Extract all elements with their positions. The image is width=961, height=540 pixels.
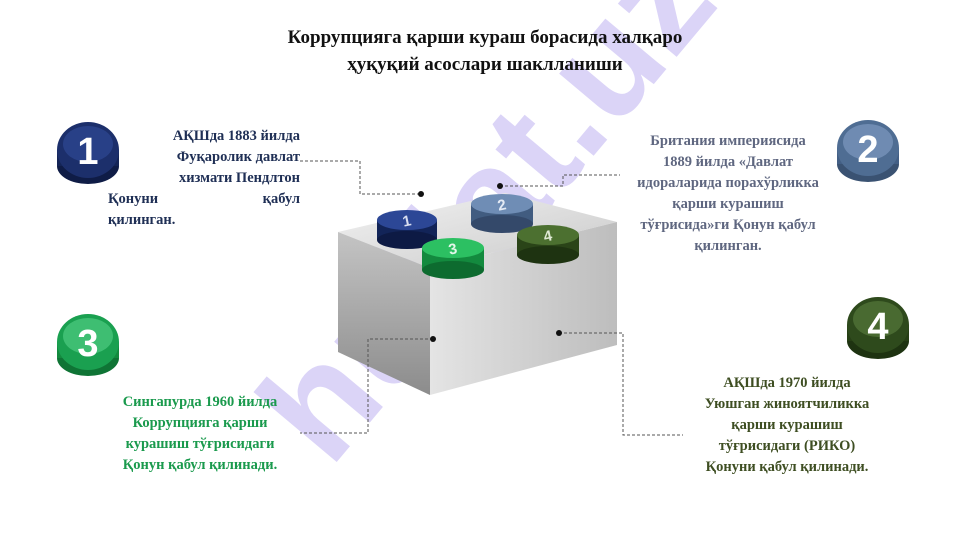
item-2-line: идораларида порахўрликка	[637, 175, 819, 191]
item-4-line: АҚШда 1970 йилда	[723, 375, 851, 391]
badge-2-number: 2	[857, 129, 878, 171]
item-1-line: Қонуни қабул	[108, 191, 300, 207]
cube-button-4: 4	[517, 225, 579, 264]
svg-text:2: 2	[496, 196, 508, 214]
item-4-line: Уюшган жиноятчиликка	[704, 396, 870, 412]
item-4-text: АҚШда 1970 йилда Уюшган жиноятчиликка қа…	[662, 373, 912, 478]
item-2-line: Британия империясида	[650, 133, 806, 149]
cube-button-3: 3	[422, 238, 484, 279]
item-1-line: АҚШда 1883 йилда	[172, 128, 300, 144]
badge-3-number: 3	[77, 323, 98, 365]
item-3-line: курашиш тўғрисидаги	[125, 436, 275, 452]
item-2-line: 1889 йилда «Давлат	[663, 154, 793, 170]
item-2-line: қилинган.	[694, 238, 762, 254]
item-4-line: Қонуни қабул қилинади.	[705, 459, 869, 475]
cube-button-2: 2	[471, 194, 533, 233]
badge-1-number: 1	[77, 131, 98, 173]
badge-4: 4	[847, 297, 909, 359]
item-3-line: Қонун қабул қилинади.	[122, 457, 278, 473]
item-4-line: қарши курашиш	[731, 417, 843, 433]
item-2-text: Британия империясида 1889 йилда «Давлат …	[612, 131, 844, 257]
connector-2	[500, 174, 620, 187]
cube-button-1: 1	[377, 210, 437, 249]
item-3-line: Коррупцияга қарши	[132, 415, 268, 431]
connector-3	[300, 338, 433, 434]
title-line-2: ҳуқуқий асослари шаклланиши	[347, 54, 623, 75]
connector-1	[300, 160, 421, 195]
connector-3-dot	[430, 336, 436, 342]
connector-1-dot	[418, 191, 424, 197]
badge-2: 2	[837, 120, 899, 182]
item-2-line: тўғрисида»ги Қонун қабул	[640, 217, 816, 233]
item-2-line: қарши курашиш	[672, 196, 784, 212]
item-4-line: тўғрисидаги (РИКО)	[718, 438, 856, 454]
badge-3: 3	[57, 314, 119, 376]
page-title: Коррупцияга қарши кураш борасида халқаро…	[150, 24, 820, 78]
svg-text:3: 3	[447, 240, 459, 258]
item-1-line: хизмати Пендлтон	[178, 170, 300, 186]
connector-4-dot	[556, 330, 562, 336]
svg-text:1: 1	[401, 212, 413, 230]
connector-2-dot	[497, 183, 503, 189]
connector-4	[559, 332, 683, 436]
item-1-line: Фуқаролик давлат	[176, 149, 300, 165]
badge-1: 1	[57, 122, 119, 184]
title-line-1: Коррупцияга қарши кураш борасида халқаро	[287, 27, 683, 48]
item-3-line: Сингапурда 1960 йилда	[122, 394, 278, 410]
item-1-line: қилинган.	[108, 212, 176, 228]
item-1-text: АҚШда 1883 йилда Фуқаролик давлат хизмат…	[108, 126, 300, 231]
badge-4-number: 4	[867, 306, 888, 348]
item-3-text: Сингапурда 1960 йилда Коррупцияга қарши …	[100, 392, 300, 476]
